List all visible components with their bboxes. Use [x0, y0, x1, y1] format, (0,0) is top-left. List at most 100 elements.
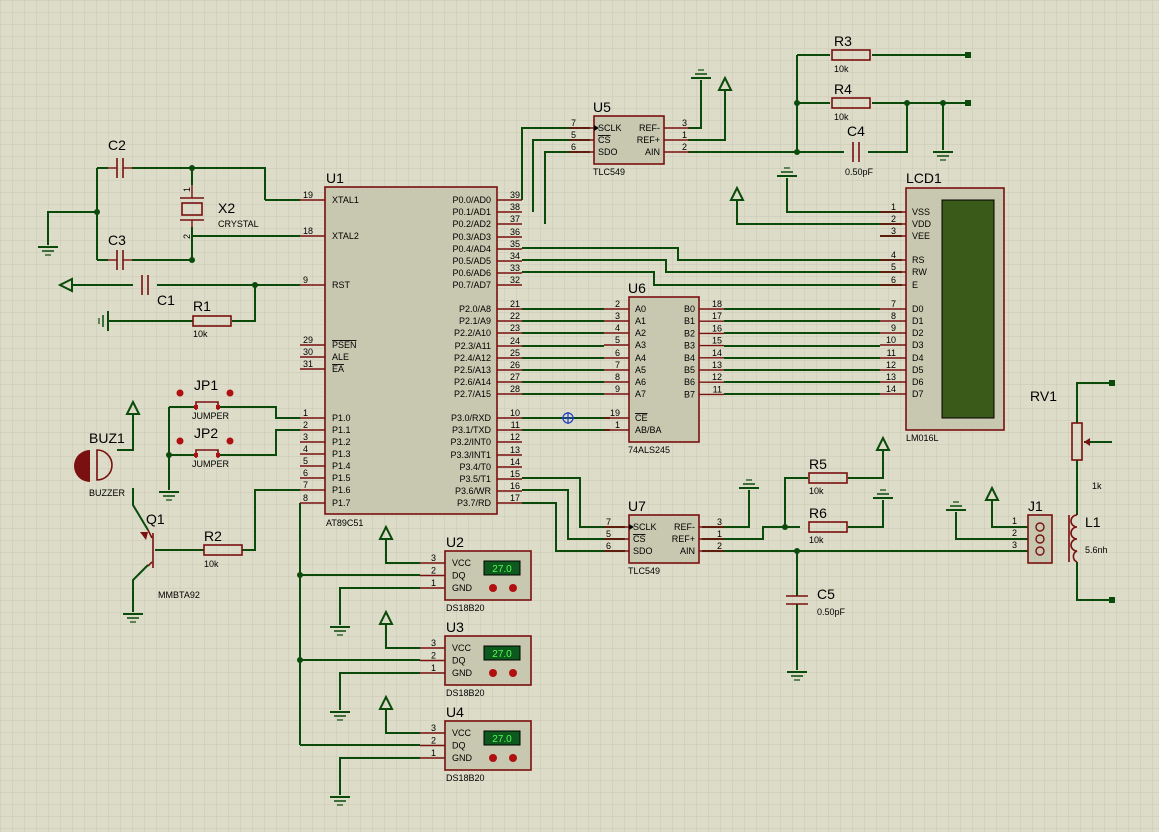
u7-pin-name: AIN: [680, 546, 695, 556]
u1-pin-name: P2.3/A11: [455, 341, 491, 351]
resistor-r4[interactable]: R4 10k: [831, 81, 871, 122]
u1-pin-name: P1.3: [332, 449, 351, 459]
probe-crosshair-icon: [562, 412, 574, 424]
lcd-pin-name: D7: [912, 389, 924, 399]
power-arrow-icon: [984, 485, 1000, 501]
u1-pin-name: ALE: [332, 352, 349, 362]
u1-pin-name: P3.1/TXD: [452, 425, 492, 435]
u1-pin-number: 19: [303, 190, 313, 200]
jumper-jp1[interactable]: JP1 JUMPER: [176, 377, 234, 421]
u1-pin-name: P0.3/AD3: [452, 232, 491, 242]
lcd-pin-name: RW: [912, 267, 927, 277]
x2-ref: X2: [218, 200, 235, 216]
u1-pin-name: P1.4: [332, 461, 351, 471]
r1-ref: R1: [193, 298, 211, 314]
u7-pin-name: REF-: [674, 522, 695, 532]
power-arrow-icon: [378, 694, 394, 710]
crystal-x2[interactable]: 1 2 X2 CRYSTAL: [180, 185, 259, 239]
sensor-reading: 27.0: [492, 649, 512, 660]
c3-ref: C3: [108, 232, 126, 248]
x2-pin1: 1: [182, 187, 192, 192]
resistor-r5[interactable]: R5 10k: [808, 456, 848, 496]
u1-pin-name: P0.5/AD5: [452, 256, 491, 266]
resistor-r1[interactable]: R1 10k: [192, 298, 232, 339]
r2-value: 10k: [204, 559, 219, 569]
sensor-pin-name: DQ: [452, 656, 466, 666]
resistor-r2[interactable]: R2 10k: [203, 528, 243, 569]
sensor-display: [483, 730, 521, 746]
u6-pin-number: 7: [615, 360, 620, 370]
lcd1-part: LM016L: [906, 433, 939, 443]
lcd-pin-number: 3: [891, 226, 896, 236]
transistor-q1[interactable]: Q1 MMBTA92: [140, 511, 200, 600]
u6-pin-number: 12: [712, 372, 722, 382]
u6-pin-name: B1: [684, 316, 695, 326]
capacitor-c4[interactable]: C4 0.50pF: [845, 123, 874, 177]
jumper-jp2[interactable]: JP2 JUMPER: [176, 425, 234, 469]
sensor-pin-name: GND: [452, 668, 473, 678]
u6-pin-name: B2: [684, 328, 695, 338]
u5-part: TLC549: [593, 167, 625, 177]
sensor-ref: U4: [446, 704, 464, 720]
sensor-part: DS18B20: [446, 773, 485, 783]
sensor-button-up-icon: [509, 584, 517, 592]
u6-pin-name: A0: [635, 304, 646, 314]
u1-pin-name: EA: [332, 364, 344, 374]
u1-ref: U1: [326, 170, 344, 186]
u1-pin-number: 27: [510, 372, 520, 382]
u5-pin-number: 5: [571, 130, 576, 140]
u1-pin-number: 14: [510, 457, 520, 467]
potentiometer-rv1[interactable]: RV1 1k: [1030, 388, 1102, 491]
buzzer-buz1[interactable]: BUZ1 BUZZER: [74, 430, 126, 498]
sensor-pin-name: GND: [452, 753, 473, 763]
u5-pin-name: CS: [598, 135, 611, 145]
u1-pin-number: 9: [303, 275, 308, 285]
u1-pin-number: 12: [510, 432, 520, 442]
u1-pin-name: P1.5: [332, 473, 351, 483]
c1-ref: C1: [157, 292, 175, 308]
u1-part: AT89C51: [326, 518, 363, 528]
u6-pin-number: 13: [712, 360, 722, 370]
u1-pin-number: 17: [510, 493, 520, 503]
u5-pin-name: SDO: [598, 147, 618, 157]
ground-icon: [159, 491, 179, 501]
capacitor-c2[interactable]: C2: [108, 137, 132, 178]
resistor-r3[interactable]: R3 10k: [831, 33, 871, 74]
sensor-pin-number: 1: [431, 663, 436, 673]
u1-pin-number: 18: [303, 226, 313, 236]
lcd-pin-name: D0: [912, 304, 924, 314]
u1-pin-name: PSEN: [332, 340, 357, 350]
u7-part: TLC549: [628, 566, 660, 576]
capacitor-c5[interactable]: C5 0.50pF: [786, 586, 846, 617]
inductor-l1[interactable]: L1 5.6nh: [1068, 514, 1108, 563]
power-arrow-icon: [378, 524, 394, 540]
capacitor-c1[interactable]: C1: [141, 275, 175, 308]
r3-value: 10k: [834, 64, 849, 74]
connector-j1[interactable]: 1 2 3 J1: [1012, 498, 1053, 564]
u6-pin-name: B0: [684, 304, 695, 314]
j1-pin2: 2: [1012, 528, 1017, 538]
u6-pin-number: 11: [713, 384, 722, 394]
capacitor-c3[interactable]: C3: [108, 232, 132, 270]
lcd-pin-name: D5: [912, 365, 924, 375]
power-arrow-icon: [717, 75, 733, 91]
u1-pin-name: P0.1/AD1: [452, 207, 491, 217]
u6-part: 74ALS245: [628, 445, 670, 455]
u7-pin-number: 5: [606, 529, 611, 539]
jp2-ref: JP2: [194, 425, 218, 441]
u1-pin-name: P0.0/AD0: [452, 195, 491, 205]
u1-pin-name: P1.0: [332, 413, 351, 423]
resistor-r6[interactable]: R6 10k: [808, 505, 848, 545]
u1-pin-name: P3.3/INT1: [450, 450, 491, 460]
sensor-pin-number: 1: [431, 578, 436, 588]
buz1-part: BUZZER: [89, 488, 126, 498]
u5-pin-name: SCLK: [598, 123, 622, 133]
